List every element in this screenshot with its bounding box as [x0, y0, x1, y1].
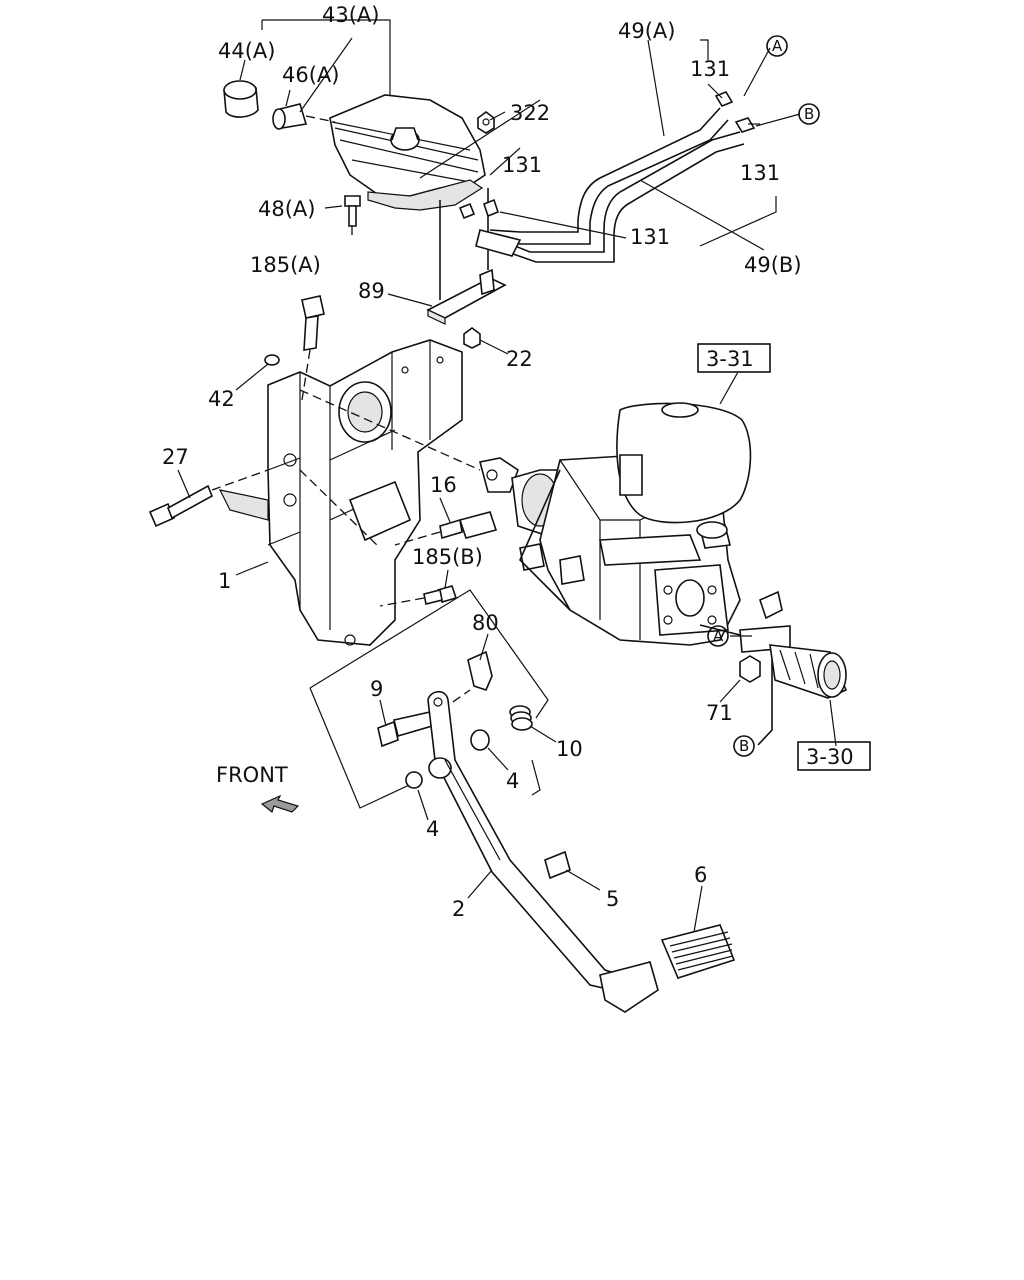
label-9: 9: [370, 677, 383, 701]
front-arrow-icon: [260, 794, 300, 814]
connector-b-top-marker: [798, 103, 820, 125]
exploded-box-right: [531, 759, 541, 796]
label-4-right: 4: [506, 769, 519, 793]
label-4-left: 4: [426, 817, 439, 841]
label-16: 16: [430, 473, 457, 497]
label-322: 322: [510, 101, 550, 125]
leader-lines: [177, 19, 837, 933]
leader-b-bottom: [757, 660, 773, 746]
reservoir-cap-44a: [223, 80, 259, 118]
label-ref-3-30: 3-30: [806, 745, 854, 769]
label-49a: 49(A): [618, 19, 675, 43]
connector-a-top: A: [772, 37, 783, 55]
label-131-right: 131: [740, 161, 780, 185]
return-spring-10: [509, 705, 533, 731]
nut-71: [739, 655, 761, 683]
label-80: 80: [472, 611, 499, 635]
bushing-4-left: [405, 771, 423, 789]
hose-49b: [495, 131, 745, 263]
clutch-cylinder-3-30: [739, 590, 848, 699]
label-27: 27: [162, 445, 189, 469]
bolt-185a: [301, 295, 325, 401]
label-22: 22: [506, 347, 533, 371]
label-42: 42: [208, 387, 235, 411]
reservoir-tank-43a: [329, 94, 489, 300]
exploded-box-bottom: [309, 687, 421, 809]
label-131-upper: 131: [502, 153, 542, 177]
label-71: 71: [706, 701, 733, 725]
pin-9: [377, 689, 471, 748]
label-131-lower: 131: [630, 225, 670, 249]
nut-42: [264, 354, 280, 366]
connector-b-bottom-marker: [733, 735, 755, 757]
label-48a: 48(A): [258, 197, 315, 221]
bolt-27: [148, 469, 269, 528]
pedal-bracket-1: [218, 339, 463, 646]
label-185b: 185(B): [412, 545, 483, 569]
label-ref-3-31: 3-31: [706, 347, 754, 371]
connector-b-bottom: B: [739, 737, 749, 755]
connector-a-bottom-marker: [707, 625, 729, 647]
clip-80: [467, 650, 493, 691]
strainer-46a: [272, 103, 336, 130]
connector-a-top-marker: [766, 35, 788, 57]
hose-end-fitting: [475, 229, 522, 257]
label-185a: 185(A): [250, 253, 321, 277]
label-2: 2: [452, 897, 465, 921]
connector-a-bottom: A: [713, 627, 724, 645]
pedal-pad-6: [660, 924, 736, 979]
label-6: 6: [694, 863, 707, 887]
stop-lamp-switch-16: [394, 511, 498, 546]
connector-b-top: B: [804, 105, 814, 123]
label-front: FRONT: [216, 763, 288, 787]
ref-box-3-31: [697, 343, 771, 373]
bolt-48a: [344, 195, 361, 240]
guide-line-bracket: [299, 469, 381, 549]
guide-line-pushrod: [299, 389, 481, 471]
exploded-box-top: [309, 589, 549, 719]
brake-pedal-arm-2: [427, 690, 659, 1013]
bushing-4-right: [470, 729, 490, 751]
bracket-89: [426, 268, 507, 325]
label-46a: 46(A): [282, 63, 339, 87]
label-89: 89: [358, 279, 385, 303]
label-1: 1: [218, 569, 231, 593]
label-44a: 44(A): [218, 39, 275, 63]
ref-box-3-30: [797, 741, 871, 771]
brake-booster-3-31: [479, 402, 761, 646]
label-5: 5: [606, 887, 619, 911]
hose-49a: [487, 107, 729, 245]
label-43a: 43(A): [322, 3, 379, 27]
label-49b: 49(B): [744, 253, 802, 277]
nut-322: [477, 111, 495, 134]
label-131-top-right: 131: [690, 57, 730, 81]
nut-22: [463, 327, 481, 349]
label-10: 10: [556, 737, 583, 761]
